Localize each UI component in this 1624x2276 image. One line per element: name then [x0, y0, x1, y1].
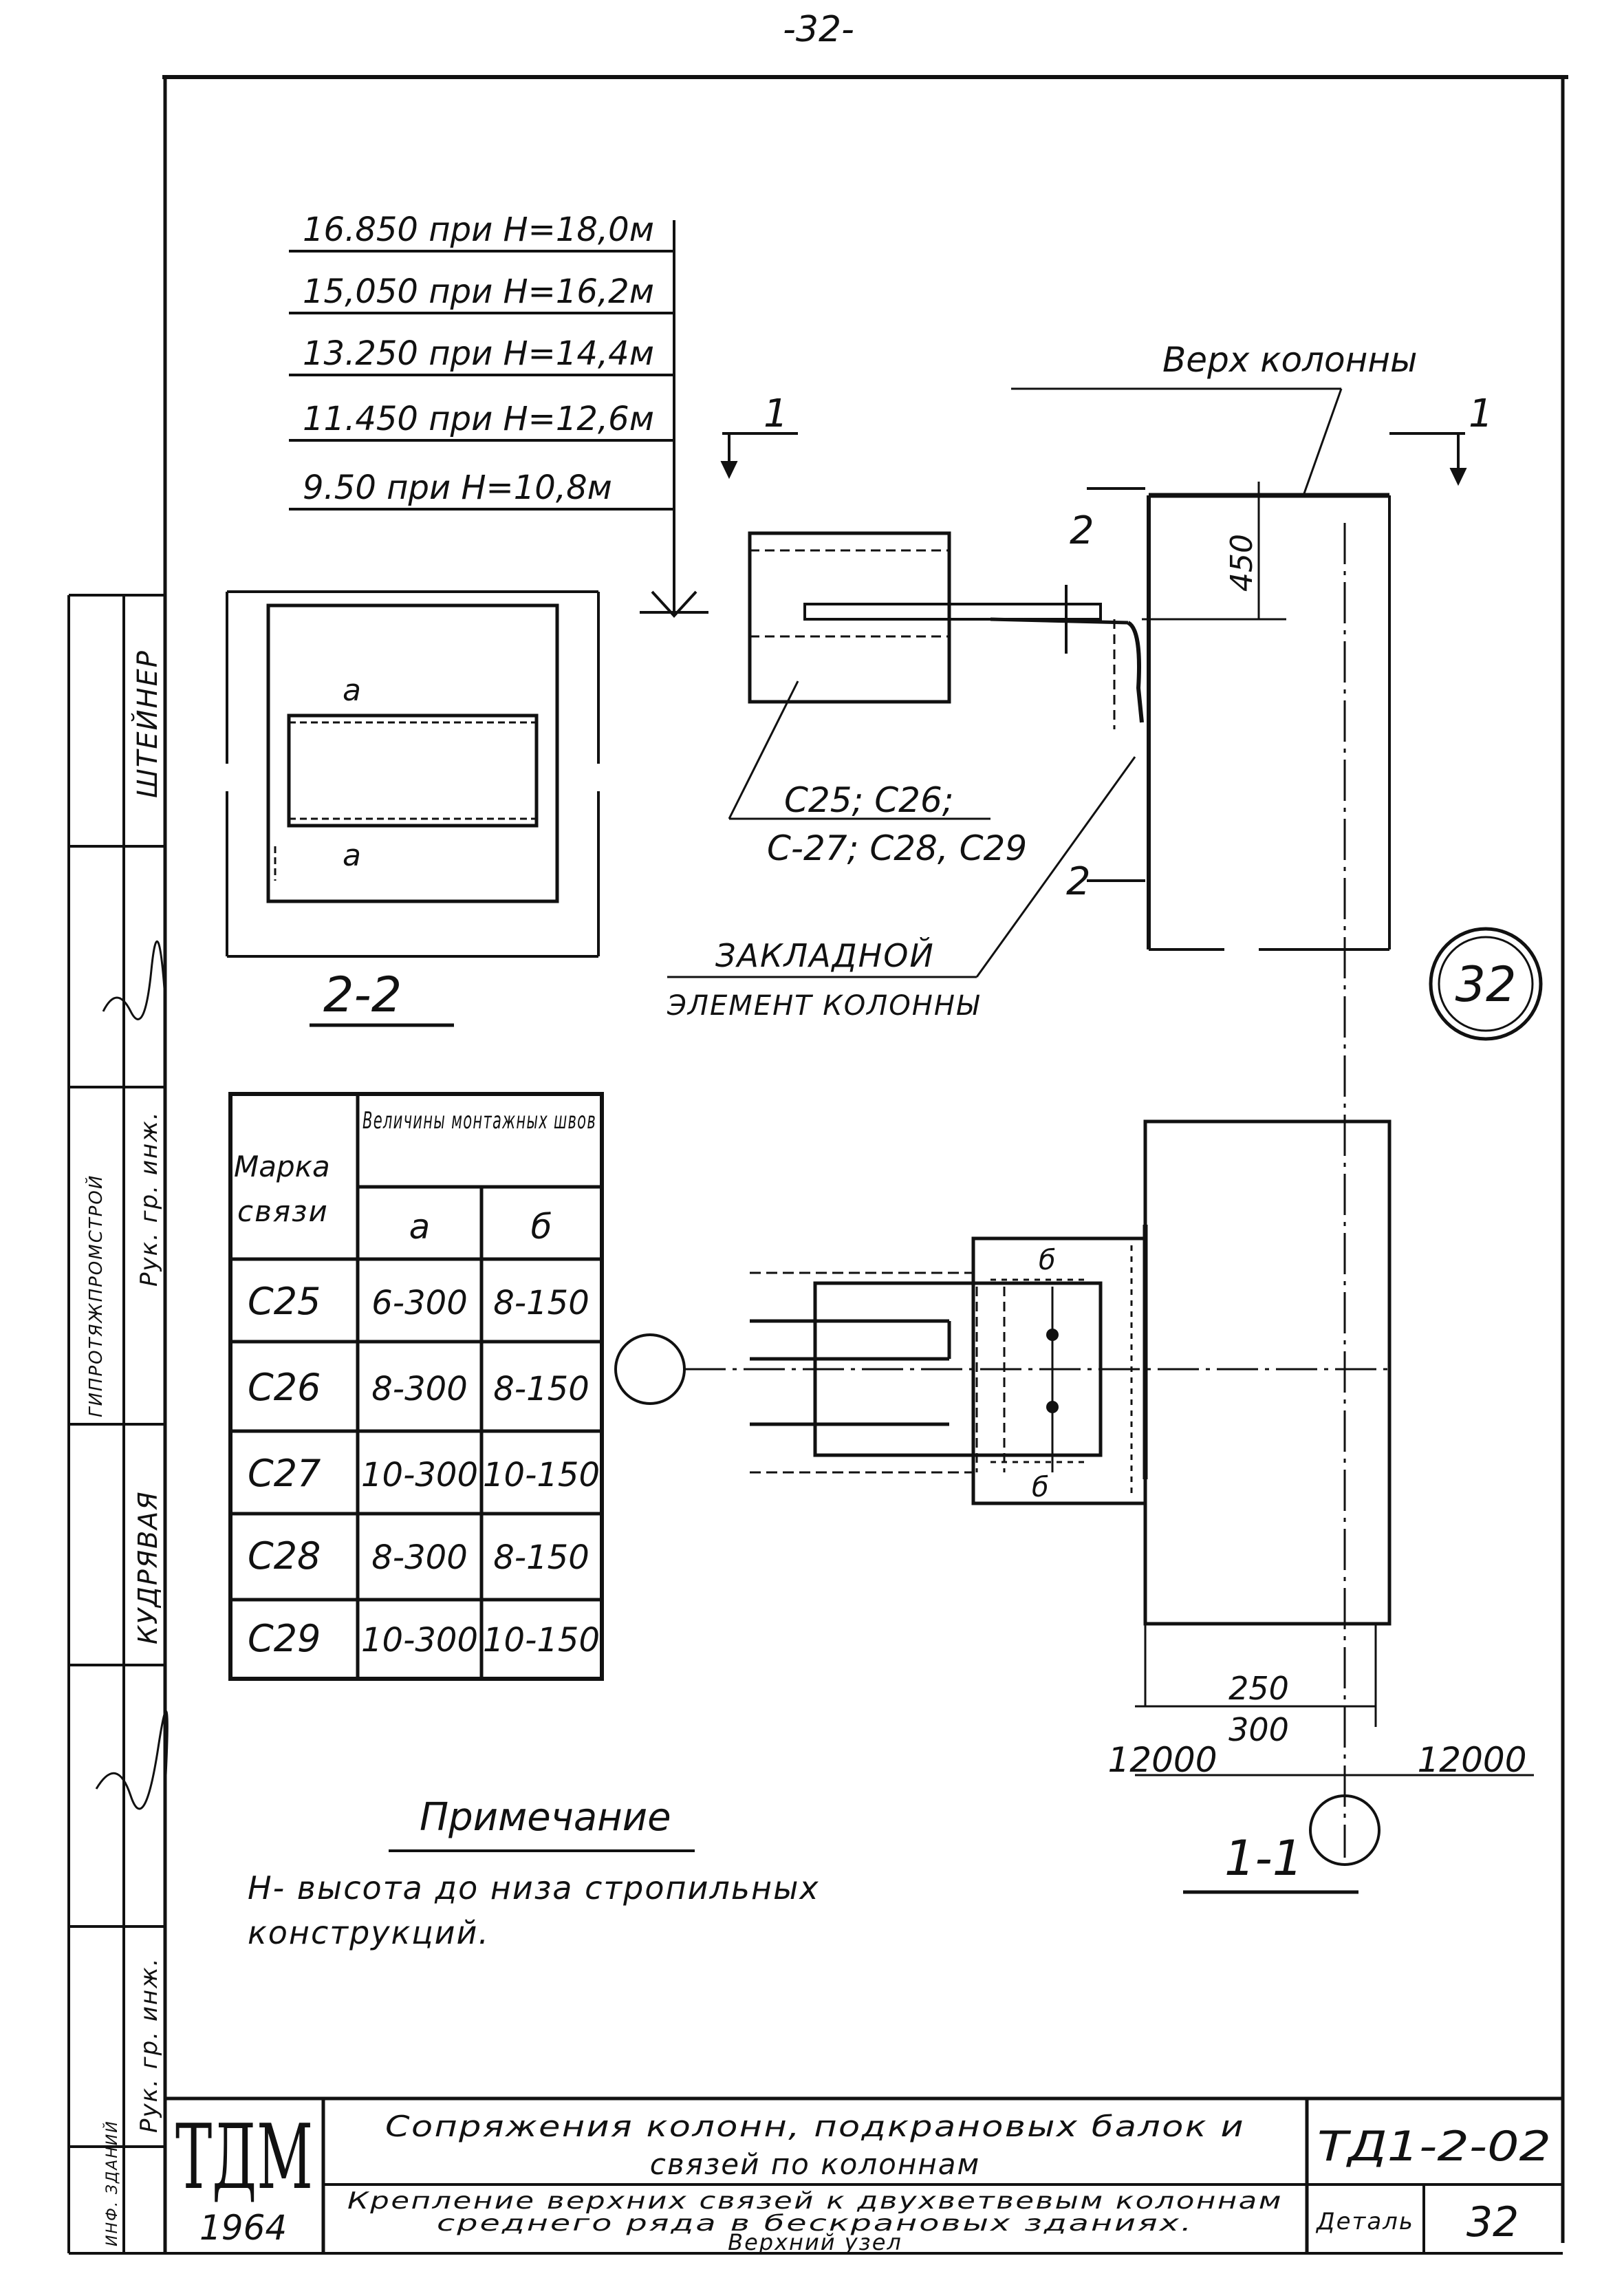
- axis-dimension-right: 12000: [1417, 1740, 1526, 1780]
- elevation-1: 16.850 при H=18,0м: [303, 211, 654, 249]
- stamp-role-1: Рук. гр. инж.: [136, 1110, 163, 1287]
- embedded-element-line2: ЭЛЕМЕНТ КОЛОННЫ: [667, 990, 980, 1022]
- table-row-4-b: 8-150: [493, 1538, 589, 1577]
- stamp-name-2: КУДРЯВАЯ: [133, 1490, 163, 1644]
- node-circle: [1429, 927, 1543, 1041]
- table-row-1-a: 6-300: [371, 1284, 467, 1322]
- table-row-1-mark: С25: [248, 1280, 321, 1323]
- dimension-250: 250: [1228, 1670, 1289, 1707]
- table-row-4-mark: С28: [248, 1534, 321, 1578]
- table-col-a: а: [409, 1207, 431, 1247]
- table-row-5-mark: С29: [248, 1617, 321, 1660]
- dimension-450: 450: [1224, 534, 1259, 592]
- elevation-2: 15,050 при H=16,2м: [303, 272, 654, 311]
- table-header-values: Величины монтажных швов: [362, 1107, 596, 1135]
- elevation-table: [289, 220, 675, 612]
- detail-number: 32: [1466, 2198, 1519, 2246]
- section-2-mark-top: 2: [1070, 508, 1094, 553]
- section-1-mark-left: 1: [764, 391, 788, 436]
- title-block: [165, 2096, 1563, 2253]
- weld-label-a-bottom: а: [343, 838, 361, 873]
- title-line-1: Сопряжения колонн, подкрановых балок и: [385, 2109, 1245, 2143]
- top-of-column-label: Верх колонны: [1162, 340, 1417, 380]
- section-1-1-view: [614, 1119, 1534, 1866]
- subtitle-line-1: Крепление верхних связей к двухветвевым …: [347, 2187, 1283, 2215]
- note-line-1: Н- высота до низа стропильных: [248, 1869, 820, 1907]
- signature-1: [102, 940, 166, 1020]
- note-title: Примечание: [420, 1795, 671, 1840]
- elevation-5: 9.50 при H=10,8м: [303, 469, 612, 507]
- table-row-5-b: 10-150: [483, 1621, 600, 1660]
- series-code: ТД1-2-02: [1317, 2123, 1551, 2171]
- stamp-org: ГИПРОТЯЖПРОМСТРОЙ: [85, 1174, 107, 1417]
- table-row-1-b: 8-150: [493, 1284, 589, 1322]
- weld-label-b-bottom: б: [1032, 1472, 1049, 1503]
- stamp-name-1: ШТЕЙНЕР: [131, 649, 164, 798]
- section-2-2-label: 2-2: [323, 967, 402, 1023]
- sheet-frame: [69, 75, 1568, 2255]
- elevation-marker: [640, 590, 708, 618]
- weld-table: [228, 1092, 604, 1681]
- weld-label-b-top: б: [1039, 1245, 1056, 1276]
- stamp-role-2: Рук. гр. инж.: [136, 1957, 163, 2133]
- side-stamp: [67, 594, 165, 2253]
- subtitle-line-2: среднего ряда в бескрановых зданиях.: [437, 2210, 1193, 2236]
- bolt-holes: [1046, 1329, 1059, 1413]
- table-row-5-a: 10-300: [361, 1621, 478, 1660]
- table-row-3-b: 10-150: [483, 1456, 600, 1494]
- subtitle-line-3: Верхний узел: [728, 2229, 902, 2255]
- year: 1964: [199, 2208, 287, 2248]
- table-row-3-a: 10-300: [361, 1456, 478, 1494]
- elevation-3: 13.250 при H=14,4м: [303, 334, 654, 373]
- section-2-2-view: [226, 590, 600, 958]
- table-row-4-a: 8-300: [371, 1538, 467, 1577]
- note-line-2: конструкций.: [248, 1914, 490, 1951]
- stamp-dept: ИНФ. ЗДАНИЙ: [103, 2120, 121, 2246]
- table-row-3-mark: С27: [248, 1452, 321, 1495]
- detail-label: Деталь: [1315, 2208, 1414, 2235]
- elevation-4: 11.450 при H=12,6м: [303, 400, 654, 438]
- page-number: -32-: [783, 9, 854, 50]
- node-number: 32: [1455, 956, 1516, 1013]
- weld-label-a-top: а: [343, 673, 361, 708]
- table-header-mark-1: Марка: [234, 1150, 330, 1183]
- title-line-2: связей по колоннам: [650, 2147, 980, 2181]
- elevation-view: [667, 387, 1467, 1858]
- table-header-mark-2: связи: [237, 1194, 329, 1228]
- table-row-2-a: 8-300: [371, 1370, 467, 1408]
- table-row-2-mark: С26: [248, 1366, 321, 1409]
- table-row-2-b: 8-150: [493, 1370, 589, 1408]
- signature-2: [95, 1710, 169, 1810]
- embedded-element-line1: ЗАКЛАДНОЙ: [715, 937, 935, 974]
- table-col-b: б: [531, 1207, 552, 1247]
- brace-marks-1: С25; С26;: [784, 780, 954, 820]
- brace-marks-2: С-27; С28, С29: [767, 828, 1027, 868]
- section-1-1-label: 1-1: [1224, 1830, 1303, 1887]
- dimension-300: 300: [1228, 1711, 1289, 1748]
- section-2-mark-bottom: 2: [1066, 859, 1091, 904]
- axis-dimension-left: 12000: [1107, 1740, 1217, 1780]
- section-1-mark-right: 1: [1469, 391, 1493, 436]
- weld-marks: [990, 1245, 1133, 1493]
- org-logo: ТДМ: [175, 2105, 313, 2209]
